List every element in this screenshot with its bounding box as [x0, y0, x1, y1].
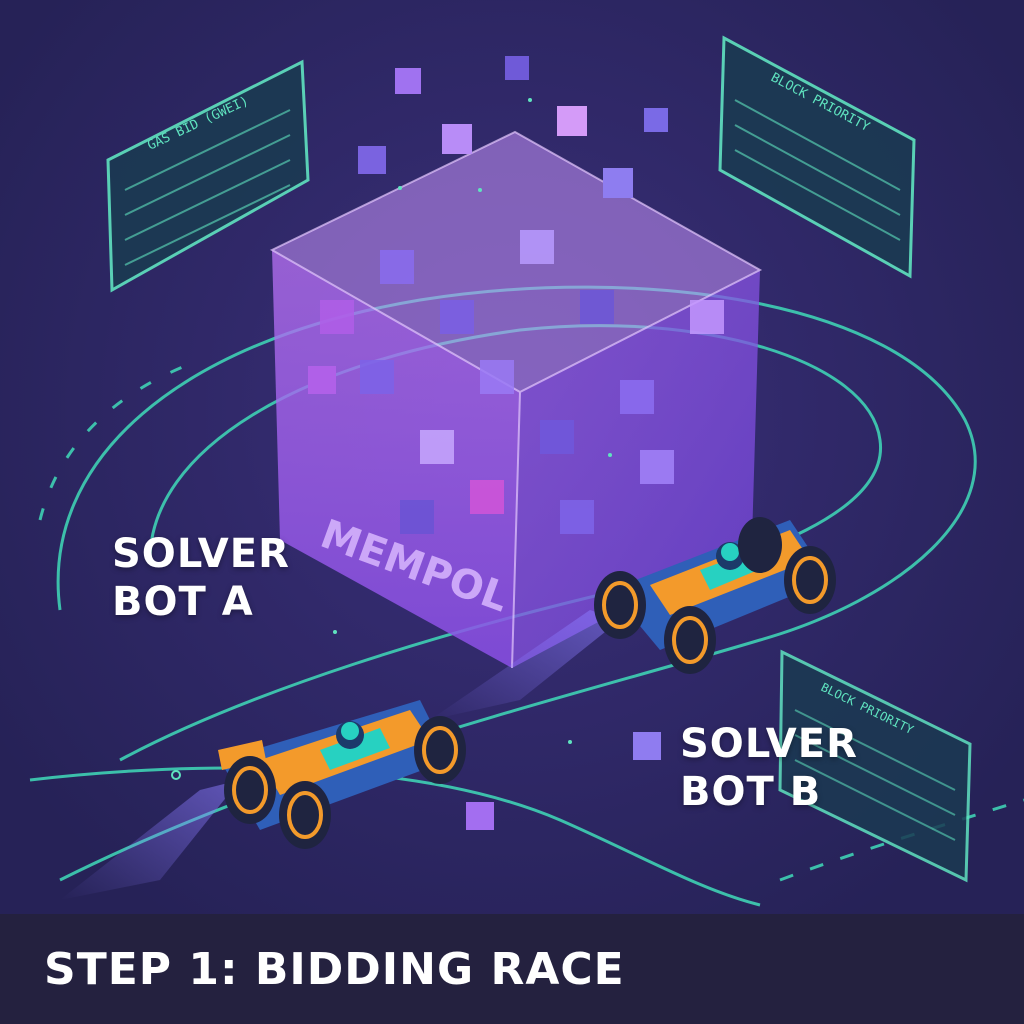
block-priority-panel-small: BLOCK PRIORITY [778, 649, 972, 883]
solver-bot-b-line1: SOLVER [680, 721, 858, 767]
solver-bot-a-line2: BOT A [112, 579, 254, 625]
solver-bot-b-label: SOLVER BOT B [680, 720, 858, 816]
solver-bot-a-line1: SOLVER [112, 531, 290, 577]
speed-streaks [60, 610, 620, 900]
block-priority-panel: BLOCK PRIORITY [718, 35, 916, 279]
race-car-bot-a [218, 700, 466, 849]
caption-bar: STEP 1: BIDDING RACE [0, 914, 1024, 1024]
step-caption: STEP 1: BIDDING RACE [44, 944, 625, 995]
sparkle-particles [171, 98, 612, 780]
floating-transaction-blocks [308, 56, 668, 830]
race-car-bot-b [594, 517, 836, 674]
solver-bot-b-line2: BOT B [680, 769, 822, 815]
solver-bot-a-label: SOLVER BOT A [112, 530, 290, 626]
